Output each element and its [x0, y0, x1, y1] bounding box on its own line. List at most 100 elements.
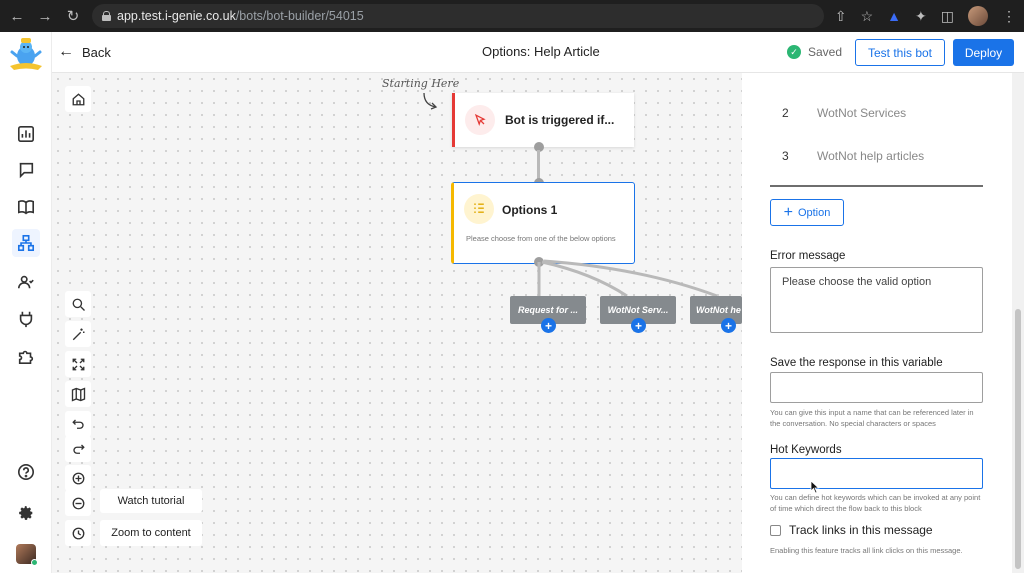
extension-icon[interactable]: ▲ — [887, 8, 902, 24]
history-button[interactable] — [65, 520, 91, 546]
zoom-out-button[interactable] — [65, 490, 91, 516]
add-step-plus-icon[interactable]: + — [721, 318, 736, 333]
fit-screen-button[interactable] — [65, 351, 91, 377]
browser-forward-icon[interactable]: → — [37, 7, 53, 25]
panel-scrollbar[interactable] — [1012, 73, 1024, 573]
sidepanel-icon[interactable]: ◫ — [940, 7, 954, 24]
integrations-icon[interactable] — [12, 305, 40, 333]
flow-canvas[interactable]: Watch tutorial Zoom to content Starting … — [52, 73, 742, 573]
settings-icon[interactable] — [12, 499, 40, 527]
puzzle-icon[interactable] — [12, 342, 40, 370]
check-circle-icon: ✓ — [787, 45, 801, 59]
url-path: /bots/bot-builder/54015 — [235, 9, 364, 23]
add-step-plus-icon[interactable]: + — [631, 318, 646, 333]
magic-wand-button[interactable] — [65, 321, 91, 347]
genie-logo[interactable] — [4, 34, 48, 74]
builder-header: ← Back Options: Help Article ✓ Saved Tes… — [52, 32, 1024, 73]
url-host: app.test.i-genie.co.uk — [117, 9, 236, 23]
connector-line — [537, 150, 540, 182]
trigger-node-title: Bot is triggered if... — [505, 113, 615, 127]
option-label: WotNot Services — [817, 106, 907, 120]
watch-tutorial-button[interactable]: Watch tutorial — [100, 489, 202, 513]
variable-label: Save the response in this variable — [770, 357, 943, 369]
option-number: 3 — [782, 149, 789, 163]
save-status: ✓ Saved — [787, 45, 842, 59]
hot-keywords-label: Hot Keywords — [770, 444, 842, 456]
curved-arrow-icon — [423, 92, 438, 110]
back-button[interactable]: ← Back — [58, 44, 111, 60]
branch-connectors — [537, 259, 718, 298]
track-links-help-text: Enabling this feature tracks all link cl… — [770, 546, 963, 555]
minimap-button[interactable] — [65, 381, 91, 407]
search-button[interactable] — [65, 291, 91, 317]
browser-menu-icon[interactable]: ⋮ — [1002, 7, 1016, 24]
add-option-button[interactable]: + Option — [770, 199, 844, 226]
bookmark-star-icon[interactable]: ☆ — [860, 7, 874, 24]
option-label: WotNot help articles — [817, 149, 925, 163]
add-option-label: Option — [797, 206, 831, 219]
expand-icon — [72, 358, 84, 370]
help-icon[interactable] — [12, 458, 40, 486]
redo-icon — [72, 444, 85, 454]
arrow-left-icon: ← — [58, 43, 74, 60]
left-sidebar — [0, 32, 52, 573]
track-links-checkbox[interactable] — [770, 525, 781, 536]
extensions-puzzle-icon[interactable]: ✦ — [915, 7, 927, 24]
back-label: Back — [82, 44, 111, 60]
node-settings-panel: 2 WotNot Services 3 WotNot help articles +… — [742, 73, 1012, 573]
home-icon — [72, 92, 84, 105]
plus-icon: + — [783, 203, 793, 221]
trigger-node[interactable]: Bot is triggered if... — [452, 93, 634, 147]
cursor-click-icon — [465, 105, 495, 135]
track-links-label[interactable]: Track links in this message — [789, 523, 933, 537]
zoom-out-icon — [72, 497, 84, 509]
test-bot-button[interactable]: Test this bot — [855, 39, 945, 66]
option-number: 2 — [782, 106, 789, 120]
option-row[interactable]: 2 WotNot Services — [782, 106, 906, 120]
bot-builder-icon[interactable] — [12, 229, 40, 257]
option-row[interactable]: 3 WotNot help articles — [782, 149, 924, 163]
zoom-in-icon — [72, 472, 84, 484]
option-node-help[interactable]: WotNot he — [690, 296, 742, 324]
reload-icon[interactable]: ↻ — [66, 8, 80, 25]
address-bar[interactable]: app.test.i-genie.co.uk/bots/bot-builder/… — [92, 4, 824, 28]
options-node[interactable]: Options 1 Please choose from one of the … — [451, 182, 635, 264]
add-step-plus-icon[interactable]: + — [541, 318, 556, 333]
clock-icon — [72, 527, 84, 539]
variable-help-text: You can give this input a name that can … — [770, 408, 974, 428]
home-button[interactable] — [65, 86, 91, 112]
deploy-button[interactable]: Deploy — [953, 39, 1014, 66]
browser-actions: ⇧ ☆ ▲ ✦ ◫ ⋮ — [835, 6, 1016, 26]
hot-keywords-input[interactable] — [770, 458, 983, 489]
profile-avatar[interactable] — [968, 6, 988, 26]
list-icon — [464, 194, 494, 224]
redo-button[interactable] — [65, 436, 91, 462]
error-message-textarea[interactable]: Please choose the valid option — [770, 267, 983, 333]
starting-here-annotation: Starting Here — [382, 77, 460, 90]
magic-wand-icon — [72, 328, 84, 340]
options-divider — [770, 185, 983, 187]
search-icon — [72, 298, 85, 311]
share-icon[interactable]: ⇧ — [834, 7, 847, 24]
lock-icon — [102, 11, 111, 21]
zoom-to-content-button[interactable]: Zoom to content — [100, 520, 202, 546]
undo-button[interactable] — [65, 411, 91, 437]
page-title: Options: Help Article — [482, 44, 600, 59]
browser-toolbar: ← → ↻ app.test.i-genie.co.uk/bots/bot-bu… — [0, 0, 1024, 32]
analytics-icon[interactable] — [12, 120, 40, 148]
error-message-label: Error message — [770, 250, 846, 262]
app-window: ← Back Options: Help Article ✓ Saved Tes… — [0, 32, 1024, 573]
options-node-title: Options 1 — [502, 203, 558, 217]
trigger-output-port[interactable] — [534, 142, 544, 152]
user-avatar[interactable] — [16, 544, 38, 566]
undo-icon — [71, 419, 84, 429]
hot-keywords-help-text: You can define hot keywords which can be… — [770, 493, 981, 513]
browser-back-icon[interactable]: ← — [9, 7, 25, 25]
online-status-dot — [31, 559, 38, 566]
users-icon[interactable] — [12, 268, 40, 296]
variable-input[interactable] — [770, 372, 983, 403]
zoom-in-button[interactable] — [65, 465, 91, 491]
book-icon[interactable] — [12, 193, 40, 221]
scrollbar-thumb[interactable] — [1015, 309, 1021, 569]
chat-icon[interactable] — [12, 156, 40, 184]
